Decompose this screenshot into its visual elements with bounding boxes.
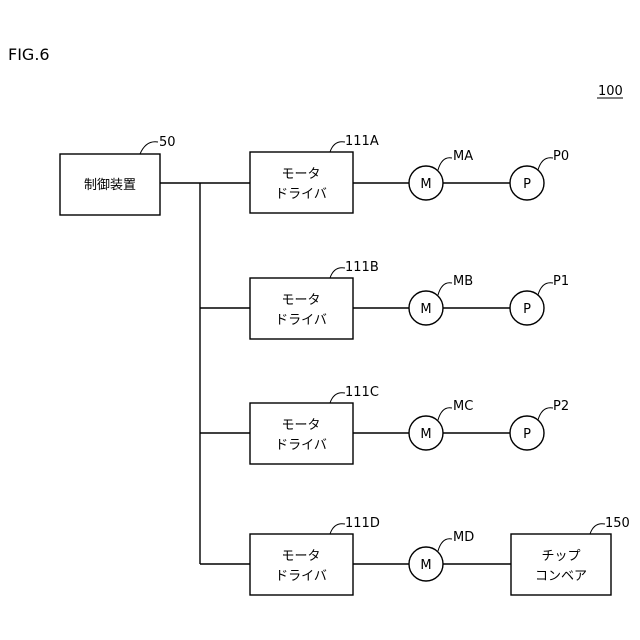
driver-box-b <box>250 278 353 339</box>
driver-b-ref-leader <box>330 268 345 278</box>
driver-a-ref-label: 111A <box>345 134 379 149</box>
driver-c-ref-leader <box>330 393 345 403</box>
load-c-ref-label: P2 <box>553 399 569 414</box>
load-b-ref-leader <box>538 283 553 295</box>
driver-a-line1: モータ <box>281 167 320 182</box>
load-c-ref-leader <box>538 408 553 420</box>
conveyor-ref-label: 150 <box>605 516 630 531</box>
channel-d: モータ ドライバ 111D M MD <box>250 516 511 595</box>
load-a-ref-leader <box>538 158 553 170</box>
motor-b-label: M <box>420 302 431 317</box>
load-a-label: P <box>523 177 531 192</box>
driver-d-line2: ドライバ <box>275 569 327 584</box>
driver-d-ref-leader <box>330 524 345 534</box>
load-c-label: P <box>523 427 531 442</box>
conveyor-box <box>511 534 611 595</box>
load-b-ref-label: P1 <box>553 274 569 289</box>
conveyor-line2: コンベア <box>535 569 587 584</box>
conveyor-line1: チップ <box>541 549 580 564</box>
driver-a-ref-leader <box>330 142 345 152</box>
controller-ref-label: 50 <box>159 135 176 150</box>
motor-d-ref-leader <box>438 539 452 551</box>
bus-lines <box>160 183 250 564</box>
driver-b-line1: モータ <box>281 293 320 308</box>
motor-b-ref-leader <box>438 283 452 295</box>
motor-a-label: M <box>420 177 431 192</box>
figure-title: FIG.6 <box>8 45 50 64</box>
driver-c-line1: モータ <box>281 418 320 433</box>
conveyor-block: チップ コンベア 150 <box>511 516 630 595</box>
driver-box-c <box>250 403 353 464</box>
driver-b-ref-label: 111B <box>345 260 379 275</box>
driver-b-line2: ドライバ <box>275 313 327 328</box>
motor-c-label: M <box>420 427 431 442</box>
system-ref-group: 100 <box>597 84 623 99</box>
motor-a-ref-label: MA <box>453 149 473 164</box>
driver-a-line2: ドライバ <box>275 187 327 202</box>
driver-c-line2: ドライバ <box>275 438 327 453</box>
load-a-ref-label: P0 <box>553 149 569 164</box>
motor-c-ref-label: MC <box>453 399 473 414</box>
controller-label: 制御装置 <box>84 178 136 193</box>
channel-a: モータ ドライバ 111A M MA P P0 <box>250 134 569 213</box>
motor-d-ref-label: MD <box>453 530 474 545</box>
driver-d-line1: モータ <box>281 549 320 564</box>
controller-block: 制御装置 50 <box>60 135 176 215</box>
load-b-label: P <box>523 302 531 317</box>
driver-c-ref-label: 111C <box>345 385 379 400</box>
conveyor-ref-leader <box>590 524 605 534</box>
motor-a-ref-leader <box>438 158 452 170</box>
channel-b: モータ ドライバ 111B M MB P P1 <box>250 260 569 339</box>
motor-c-ref-leader <box>438 408 452 420</box>
motor-d-label: M <box>420 558 431 573</box>
driver-box-d <box>250 534 353 595</box>
controller-ref-leader <box>140 142 158 154</box>
channel-c: モータ ドライバ 111C M MC P P2 <box>250 385 569 464</box>
system-ref-label: 100 <box>598 84 623 99</box>
motor-b-ref-label: MB <box>453 274 473 289</box>
driver-box-a <box>250 152 353 213</box>
driver-d-ref-label: 111D <box>345 516 380 531</box>
